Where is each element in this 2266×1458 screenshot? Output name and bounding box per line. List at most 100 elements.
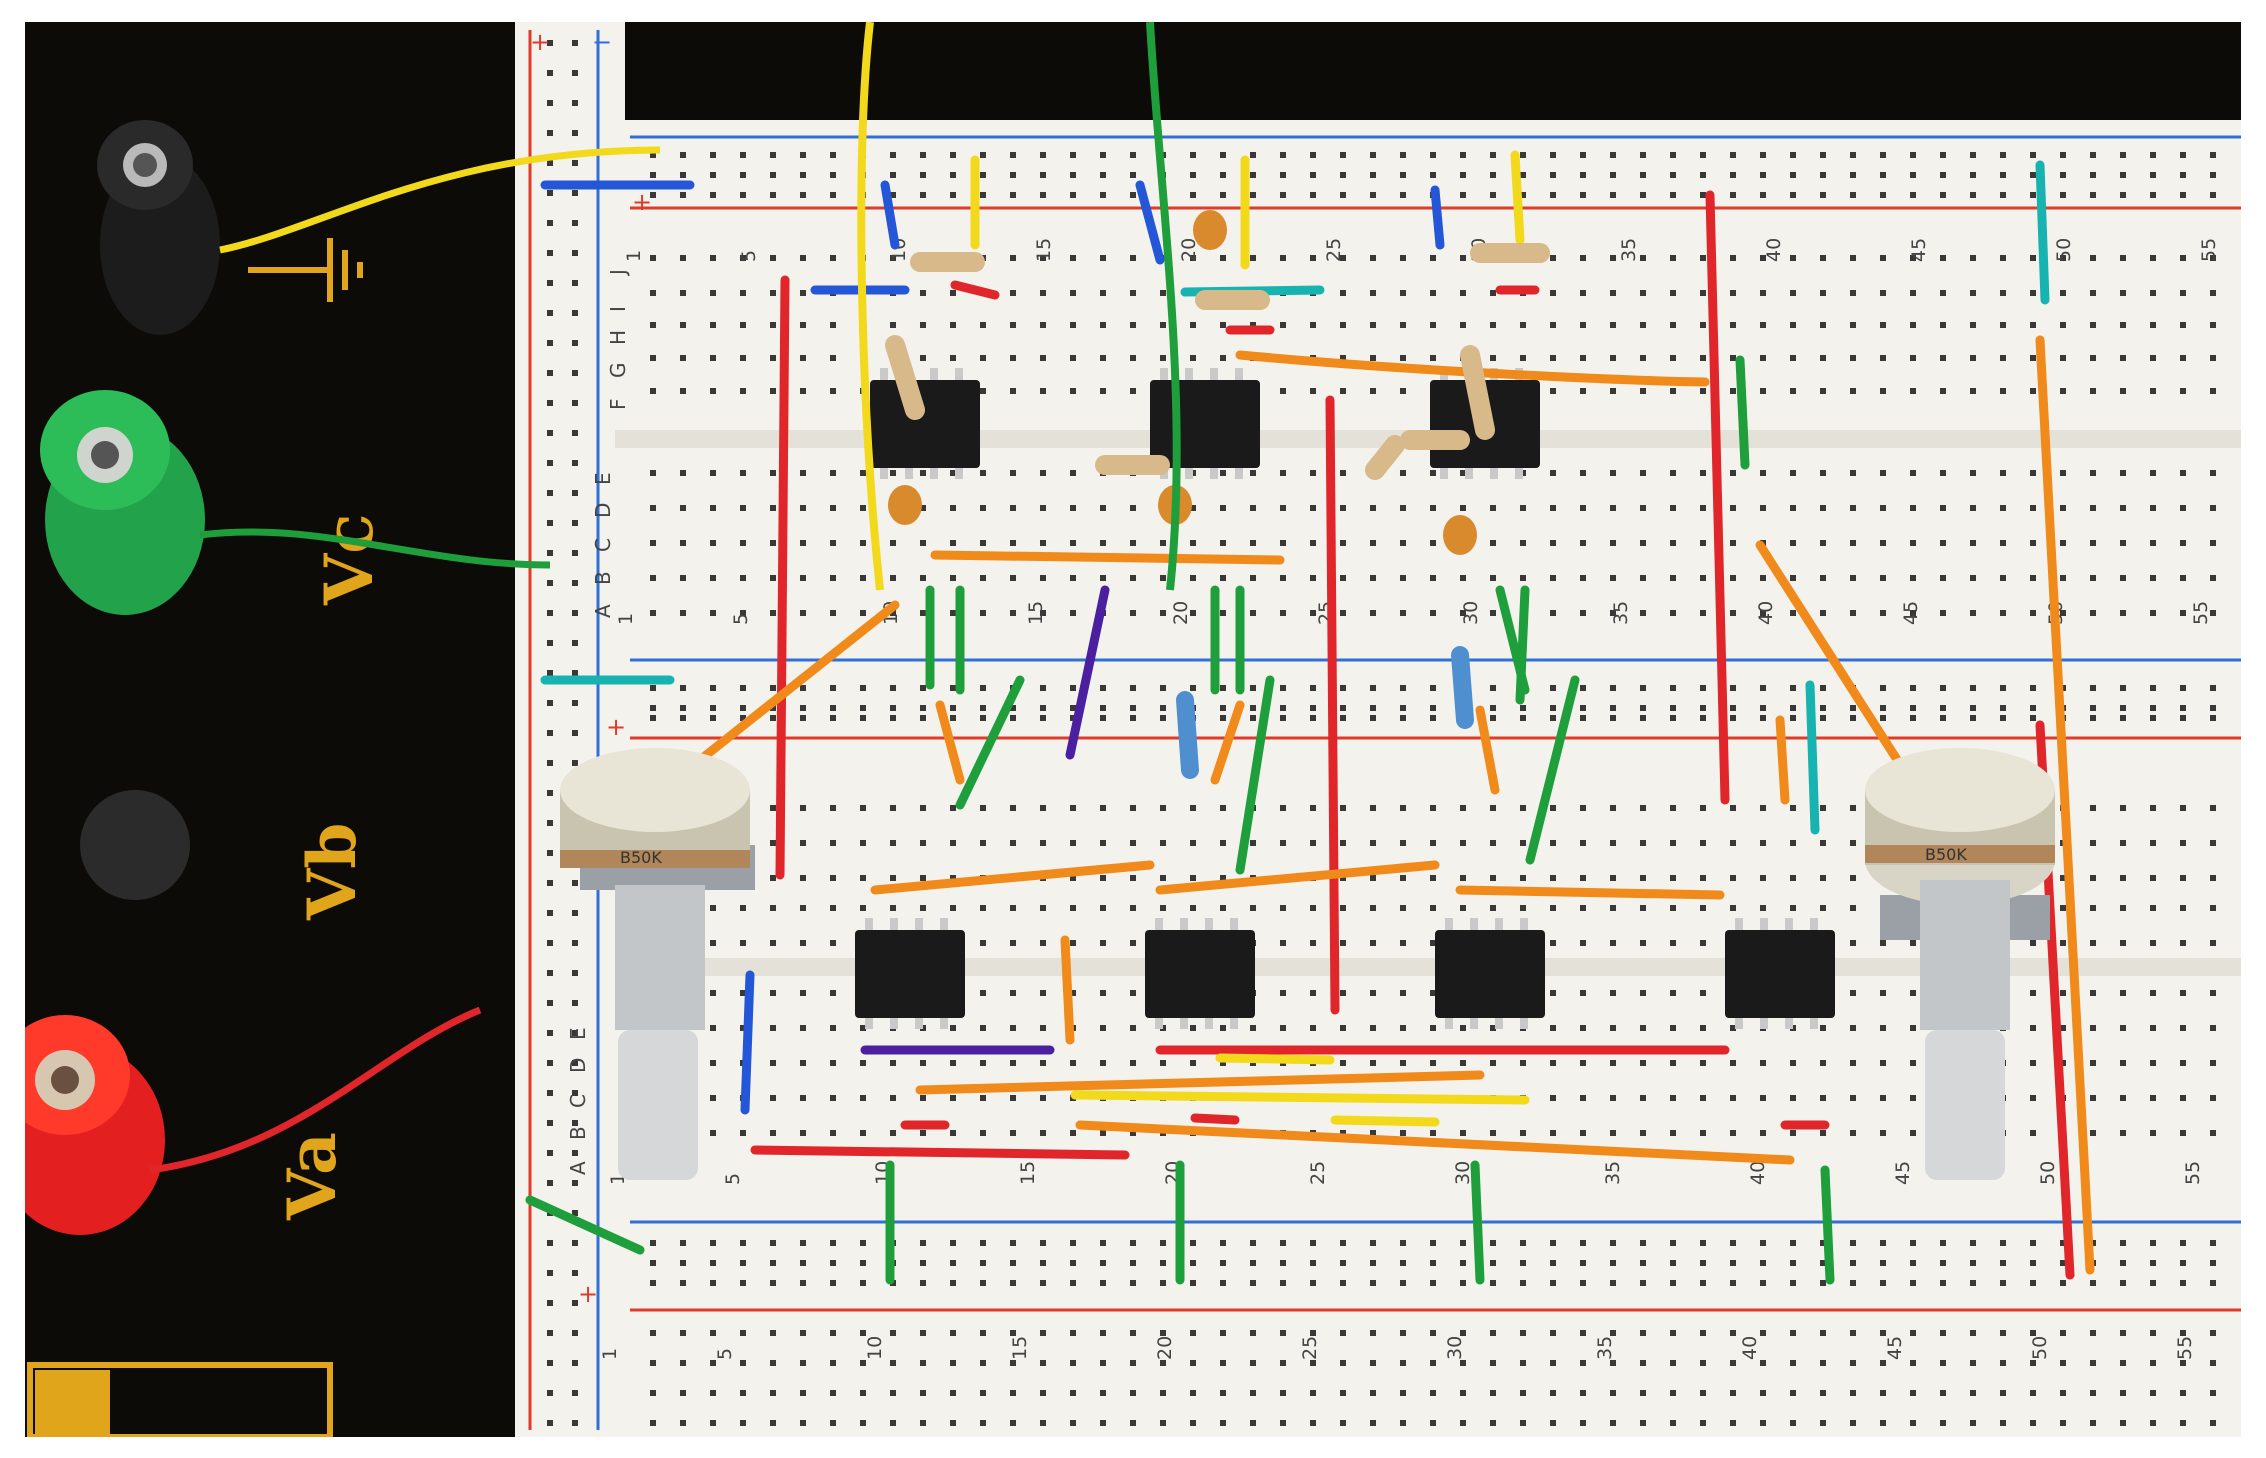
hole xyxy=(2060,940,2066,946)
jumper-wire xyxy=(1210,700,1245,785)
hole xyxy=(1130,1330,1136,1336)
hole xyxy=(1220,1420,1226,1426)
hole xyxy=(740,610,746,616)
hole xyxy=(1430,470,1436,476)
hole xyxy=(1610,1060,1616,1066)
hole xyxy=(800,322,806,328)
hole xyxy=(1580,875,1586,881)
hole xyxy=(1790,192,1796,198)
hole xyxy=(710,940,716,946)
hole xyxy=(1580,705,1586,711)
jumper-wire xyxy=(1065,585,1110,760)
hole xyxy=(1550,1240,1556,1246)
hole xyxy=(890,1060,896,1066)
hole xyxy=(800,290,806,296)
hole xyxy=(1850,388,1856,394)
hole xyxy=(1700,540,1706,546)
binding-post-black[interactable] xyxy=(97,120,220,335)
row-letters-top-block: J I H G F xyxy=(606,269,630,410)
hole xyxy=(830,685,836,691)
hole xyxy=(1760,1330,1766,1336)
column-number-label: 30 xyxy=(1444,1336,1466,1360)
ceramic-capacitor xyxy=(1443,515,1477,555)
hole xyxy=(572,310,578,316)
hole xyxy=(2210,940,2216,946)
hole xyxy=(1820,192,1826,198)
potentiometer-right[interactable]: B50K xyxy=(1865,748,2055,1180)
hole xyxy=(2060,470,2066,476)
row-letter-d: D xyxy=(591,503,615,518)
hole xyxy=(2180,705,2186,711)
hole xyxy=(1850,255,1856,261)
hole xyxy=(1430,1260,1436,1266)
hole xyxy=(1850,1360,1856,1366)
hole xyxy=(710,355,716,361)
hole xyxy=(1550,470,1556,476)
hole xyxy=(2000,322,2006,328)
hole xyxy=(572,1030,578,1036)
hole xyxy=(1340,715,1346,721)
hole xyxy=(1340,152,1346,158)
hole xyxy=(950,355,956,361)
binding-post-red[interactable] xyxy=(0,1015,165,1235)
hole xyxy=(1910,172,1916,178)
rail-plus-sign-top: + xyxy=(530,28,550,56)
hole xyxy=(980,470,986,476)
hole xyxy=(1160,290,1166,296)
hole xyxy=(1760,470,1766,476)
hole xyxy=(1640,152,1646,158)
hole xyxy=(770,840,776,846)
hole xyxy=(1970,575,1976,581)
hole xyxy=(1700,1420,1706,1426)
hole xyxy=(1670,1420,1676,1426)
hole xyxy=(1910,1025,1916,1031)
hole xyxy=(1220,715,1226,721)
hole xyxy=(1910,705,1916,711)
hole xyxy=(770,1260,776,1266)
hole xyxy=(1700,1240,1706,1246)
hole xyxy=(1460,255,1466,261)
hole xyxy=(1490,1360,1496,1366)
hole xyxy=(740,1280,746,1286)
hole xyxy=(1880,388,1886,394)
hole xyxy=(2030,470,2036,476)
hole xyxy=(710,1095,716,1101)
column-number-label: 35 xyxy=(1610,601,1632,625)
hole xyxy=(1280,1260,1286,1266)
potentiometer-left[interactable]: B50K xyxy=(560,748,755,1180)
ceramic-capacitor xyxy=(1193,210,1227,250)
hole xyxy=(1940,322,1946,328)
hole xyxy=(2030,1420,2036,1426)
hole xyxy=(860,840,866,846)
hole xyxy=(547,790,553,796)
hole xyxy=(547,640,553,646)
hole xyxy=(1280,1330,1286,1336)
hole xyxy=(1640,1060,1646,1066)
ic-pin xyxy=(1495,1015,1503,1029)
hole xyxy=(1760,1095,1766,1101)
ic-pin xyxy=(1180,1015,1188,1029)
hole xyxy=(830,172,836,178)
binding-post-green[interactable] xyxy=(40,390,205,615)
hole xyxy=(1730,685,1736,691)
hole xyxy=(2090,322,2096,328)
hole xyxy=(1820,355,1826,361)
hole xyxy=(1070,355,1076,361)
column-number-label: 40 xyxy=(1763,238,1785,262)
hole xyxy=(1070,152,1076,158)
hole xyxy=(2030,255,2036,261)
hole xyxy=(1580,1260,1586,1266)
hole xyxy=(572,700,578,706)
hole xyxy=(2180,540,2186,546)
hole xyxy=(1610,290,1616,296)
hole xyxy=(1730,575,1736,581)
hole xyxy=(800,705,806,711)
hole xyxy=(1370,905,1376,911)
hole xyxy=(1220,685,1226,691)
hole xyxy=(1700,1360,1706,1366)
hole xyxy=(2000,505,2006,511)
hole xyxy=(710,1420,716,1426)
hole xyxy=(1820,152,1826,158)
hole xyxy=(547,370,553,376)
hole xyxy=(1880,610,1886,616)
